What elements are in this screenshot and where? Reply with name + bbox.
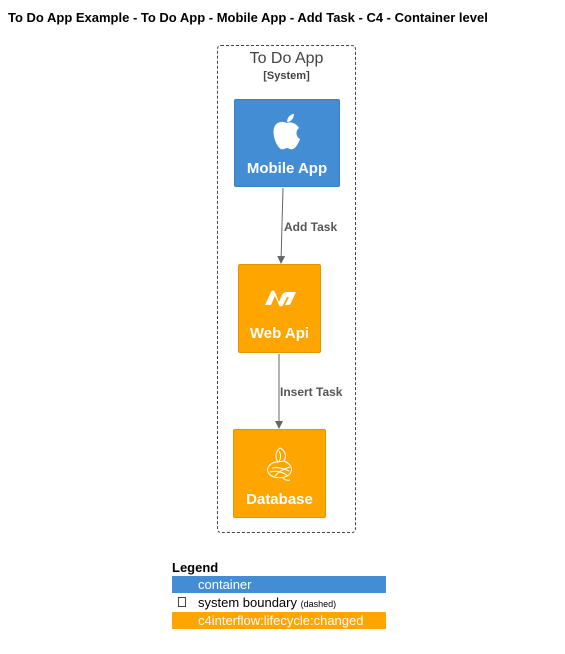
system-boundary: To Do App [System] — [217, 45, 356, 533]
dotnet-icon — [264, 290, 296, 307]
arrow-add-task — [277, 187, 286, 264]
legend-item-label: container — [198, 577, 252, 592]
web-api-label: Web Api — [249, 325, 310, 342]
diagram-title: To Do App Example - To Do App - Mobile A… — [8, 10, 488, 25]
relation-label-add-task: Add Task — [284, 220, 338, 234]
sql-server-icon — [266, 447, 292, 481]
legend-item-system-boundary: system boundary (dashed) — [172, 594, 386, 611]
legend-title: Legend — [172, 560, 219, 575]
relation-label-insert-task: Insert Task — [280, 385, 343, 399]
legend-item-lifecycle-changed: c4interflow:lifecycle:changed — [172, 612, 386, 629]
apple-icon — [273, 114, 300, 150]
container-mobile-app[interactable]: Mobile App — [234, 99, 340, 187]
mobile-app-label: Mobile App — [246, 160, 328, 177]
container-database[interactable]: Database — [233, 429, 326, 518]
legend-item-label: system boundary — [198, 595, 297, 610]
dashed-box-icon — [178, 597, 186, 607]
boundary-type: [System] — [263, 70, 310, 82]
legend-item-container: container — [172, 576, 386, 593]
container-web-api[interactable]: Web Api — [238, 264, 321, 353]
legend-item-note: (dashed) — [300, 599, 337, 609]
legend-item-label: c4interflow:lifecycle:changed — [198, 613, 364, 628]
boundary-name: To Do App — [249, 50, 324, 67]
database-label: Database — [246, 491, 313, 508]
